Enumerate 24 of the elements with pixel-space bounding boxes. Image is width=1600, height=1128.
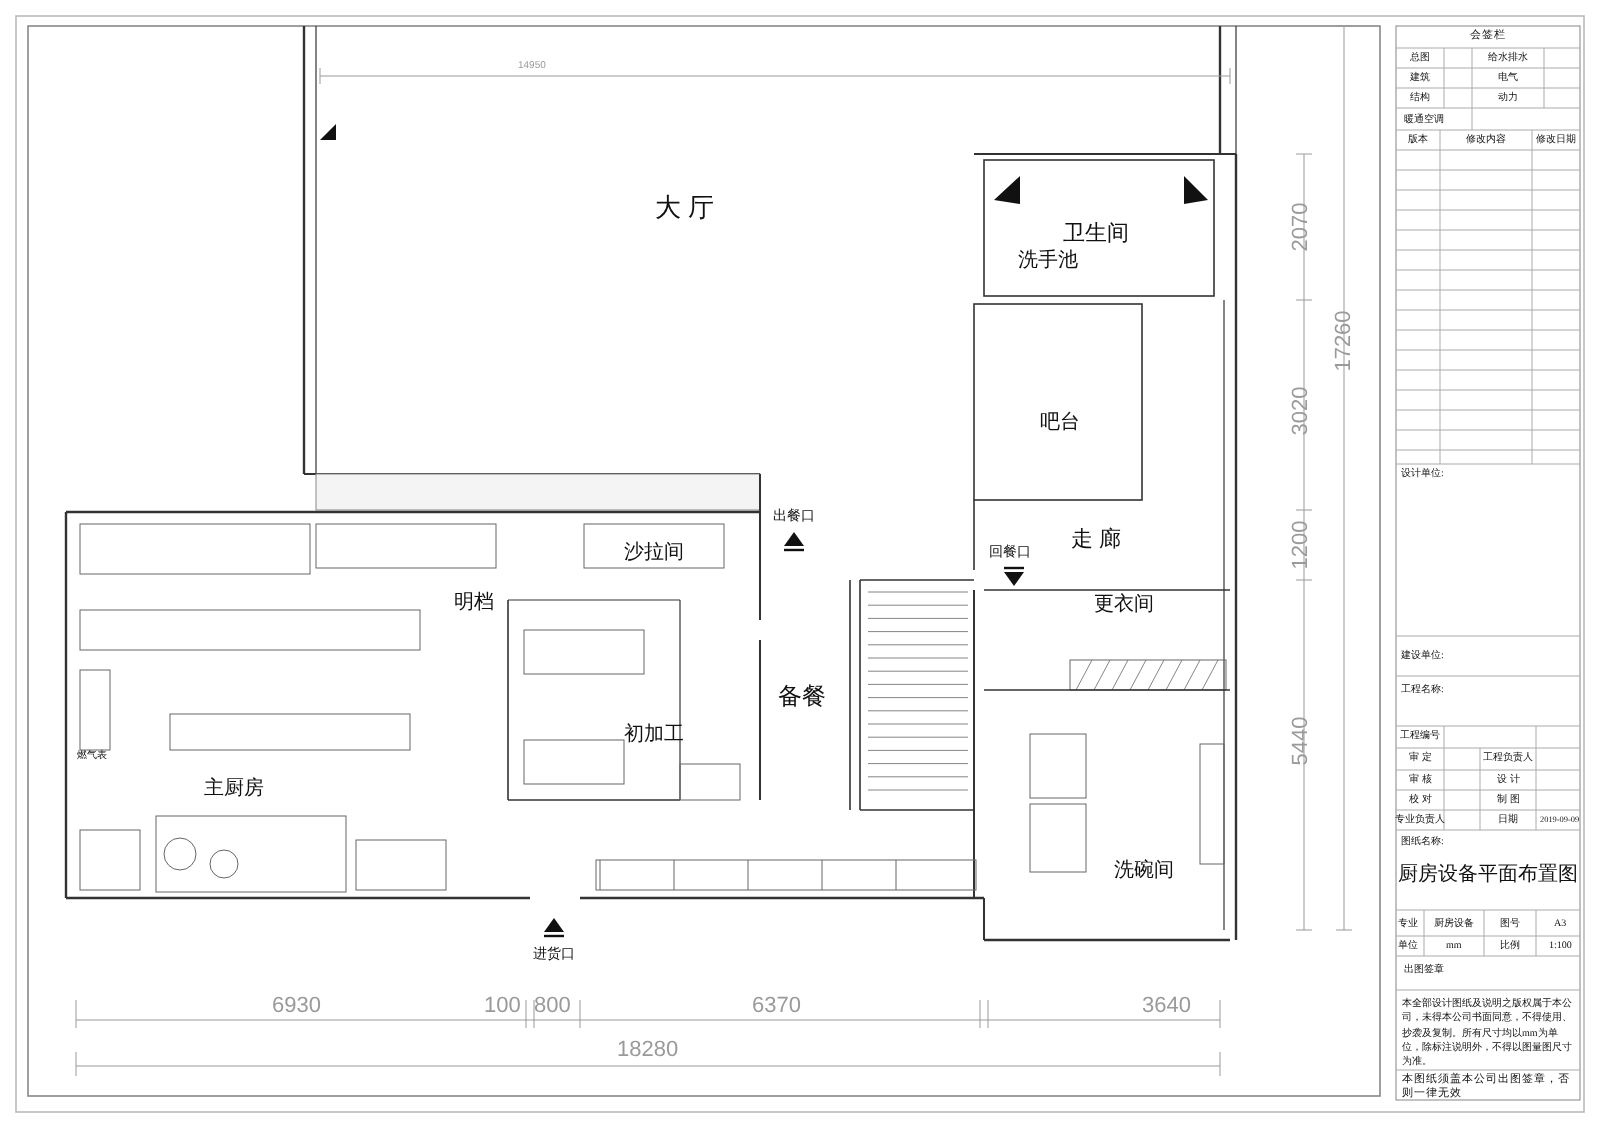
dimension-text: 5440 (1291, 715, 1314, 765)
room-label: 走 廊 (1071, 529, 1121, 551)
dimension-text: 3640 (1142, 995, 1191, 1017)
dimension-text: 3020 (1291, 385, 1314, 435)
room-label: 主厨房 (204, 780, 264, 800)
dimension-text: 100 (484, 995, 521, 1017)
dimension-text: 6370 (752, 995, 801, 1017)
room-label: 沙拉间 (624, 544, 684, 564)
dimension-text: 18280 (617, 1039, 679, 1061)
drawing-title: 厨房设备平面布置图 (1398, 866, 1578, 886)
room-label: 吧台 (1040, 414, 1080, 434)
dimension-text: 6930 (272, 995, 321, 1017)
dimension-text: 1200 (1291, 519, 1314, 569)
dimension-text: 17260 (1332, 309, 1355, 371)
room-label: 备餐 (778, 684, 826, 708)
fixture-label: 洗手池 (1018, 252, 1078, 272)
room-label: 明档 (454, 594, 494, 614)
room-label: 大 厅 (655, 193, 714, 219)
room-label: 更衣间 (1094, 596, 1154, 616)
dimension-text: 2070 (1291, 201, 1314, 251)
room-label: 洗碗间 (1114, 862, 1174, 882)
dimension-text: 800 (534, 995, 571, 1017)
room-label: 初加工 (624, 726, 684, 746)
room-label: 卫生间 (1063, 223, 1129, 245)
